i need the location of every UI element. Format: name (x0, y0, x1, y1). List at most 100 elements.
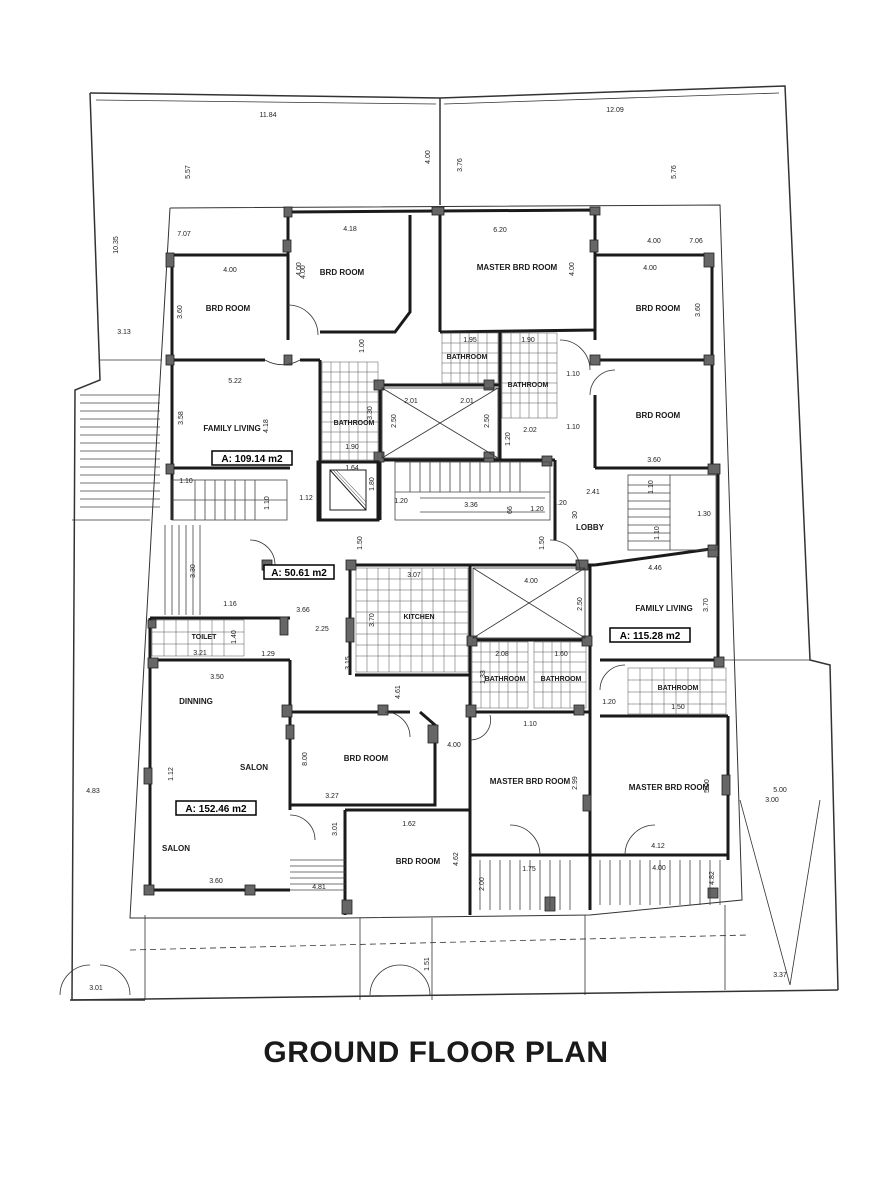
dimension-label: 1.62 (402, 821, 416, 828)
door-swings (59, 304, 656, 996)
dimension-label: 1.20 (602, 699, 616, 706)
dimension-label: 3.13 (117, 329, 131, 336)
room-label: TOILET (192, 634, 217, 641)
room-label: BATHROOM (447, 354, 488, 361)
dimension-label: 3.01 (89, 985, 103, 992)
dimension-label: 4.00 (223, 267, 237, 274)
dimension-label: 4.62 (453, 852, 460, 866)
dimension-label: 2.25 (315, 626, 329, 633)
dimension-label: 4.82 (709, 871, 716, 885)
dimension-label: 1.00 (359, 339, 366, 353)
dimension-label: 2.41 (586, 489, 600, 496)
dimension-label: 1.12 (299, 495, 313, 502)
exterior-steps-west (164, 525, 201, 615)
dimension-label: 1.10 (523, 721, 537, 728)
dimension-label: 3.58 (178, 411, 185, 425)
room-label: LOBBY (576, 523, 605, 532)
dimension-label: 4.00 (643, 265, 657, 272)
area-tag: A: 152.46 m2 (185, 804, 247, 815)
room-label: MASTER BRD ROOM (477, 263, 558, 272)
dimension-label: 3.30 (367, 406, 374, 420)
area-tags: A: 109.14 m2 A: 50.61 m2 A: 115.28 m2 A:… (175, 450, 691, 816)
dimension-label: 2.08 (495, 651, 509, 658)
room-label: SALON (240, 763, 268, 772)
dimension-label: 1.10 (179, 478, 193, 485)
dimension-label: 7.07 (177, 231, 191, 238)
dimension-label: 1.64 (345, 465, 359, 472)
room-label: BATHROOM (508, 382, 549, 389)
dimension-label: 1.33 (480, 670, 487, 684)
dimension-label: 2.00 (479, 877, 486, 891)
dimension-label: 3.37 (773, 972, 787, 979)
room-labels: BRD ROOM BRD ROOM MASTER BRD ROOM BRD RO… (162, 263, 710, 866)
floor-plan-drawing: BRD ROOM BRD ROOM MASTER BRD ROOM BRD RO… (59, 85, 839, 1001)
dimension-label: 66 (507, 506, 514, 514)
dimension-label: 3.00 (765, 797, 779, 804)
area-tag: A: 115.28 m2 (620, 631, 681, 642)
dimension-label: 5.57 (185, 165, 192, 179)
dimension-label: 5.76 (671, 165, 678, 179)
stair-left (171, 479, 288, 521)
dimension-label: 3.07 (407, 572, 421, 579)
dimension-label: 1.10 (566, 424, 580, 431)
dimension-label: 3.30 (190, 564, 197, 578)
bathroom-tiles (151, 332, 727, 715)
room-label: BRD ROOM (206, 304, 251, 313)
room-label: MASTER BRD ROOM (629, 783, 710, 792)
dimension-label: 2.50 (391, 414, 398, 428)
dimension-label: 3.76 (457, 158, 464, 172)
room-label: BRD ROOM (344, 754, 389, 763)
dimension-label: 4.00 (647, 238, 661, 245)
room-label: BATHROOM (658, 685, 699, 692)
dimension-label: 4.18 (263, 419, 270, 433)
dimension-label: 3.60 (695, 303, 702, 317)
dimension-label: 4.00 (425, 150, 432, 164)
dimension-label: 1.95 (463, 337, 477, 344)
dimension-label: 1.75 (522, 866, 536, 873)
dimension-label: 1.60 (554, 651, 568, 658)
dimension-label: 1.90 (345, 444, 359, 451)
dimension-label: 10.35 (113, 236, 120, 254)
dimension-label: 2.50 (484, 414, 491, 428)
dimension-label: 3.50 (210, 674, 224, 681)
dimension-label: 4.12 (651, 843, 665, 850)
dimension-label: 1.50 (357, 536, 364, 550)
dimension-label: 1.10 (654, 526, 661, 540)
dimension-label: 1.20 (530, 506, 544, 513)
room-label: BATHROOM (334, 420, 375, 427)
dimension-label: 1.10 (264, 496, 271, 510)
dimension-label: 2.01 (404, 398, 418, 405)
dimension-label: 5.00 (704, 779, 711, 793)
dimension-label: 4.61 (395, 685, 402, 699)
dimension-label: 1.20 (505, 432, 512, 446)
room-label: BRD ROOM (636, 304, 681, 313)
dimension-label: 1.50 (539, 536, 546, 550)
dimension-label: 2.99 (572, 776, 579, 790)
dimension-label: 4.00 (300, 265, 307, 279)
dimension-label: 11.84 (260, 112, 277, 119)
dimension-label: 3.70 (703, 598, 710, 612)
dimension-label: 2.02 (523, 427, 537, 434)
main-staircase (394, 461, 551, 521)
dimension-label: 30 (572, 511, 579, 519)
dimension-label: 1.12 (168, 767, 175, 781)
building-outline (129, 204, 743, 919)
dimension-label: 3.27 (325, 793, 339, 800)
dimension-label: 8.00 (302, 752, 309, 766)
plan-title: GROUND FLOOR PLAN (263, 1036, 609, 1069)
room-label: BRD ROOM (396, 857, 441, 866)
dimension-label: 1.20 (394, 498, 408, 505)
room-label: BRD ROOM (320, 268, 365, 277)
area-tag: A: 109.14 m2 (221, 454, 283, 465)
room-label: BATHROOM (541, 676, 582, 683)
dimension-label: 1.10 (566, 371, 580, 378)
room-label: SALON (162, 844, 190, 853)
dimension-label: 3.15 (345, 656, 352, 670)
dimension-label: 4.81 (312, 884, 326, 891)
void-openings (381, 387, 586, 639)
dimension-label: 3.01 (332, 822, 339, 836)
dimension-label: 4.46 (648, 565, 662, 572)
dimension-label: 4.00 (296, 262, 303, 276)
